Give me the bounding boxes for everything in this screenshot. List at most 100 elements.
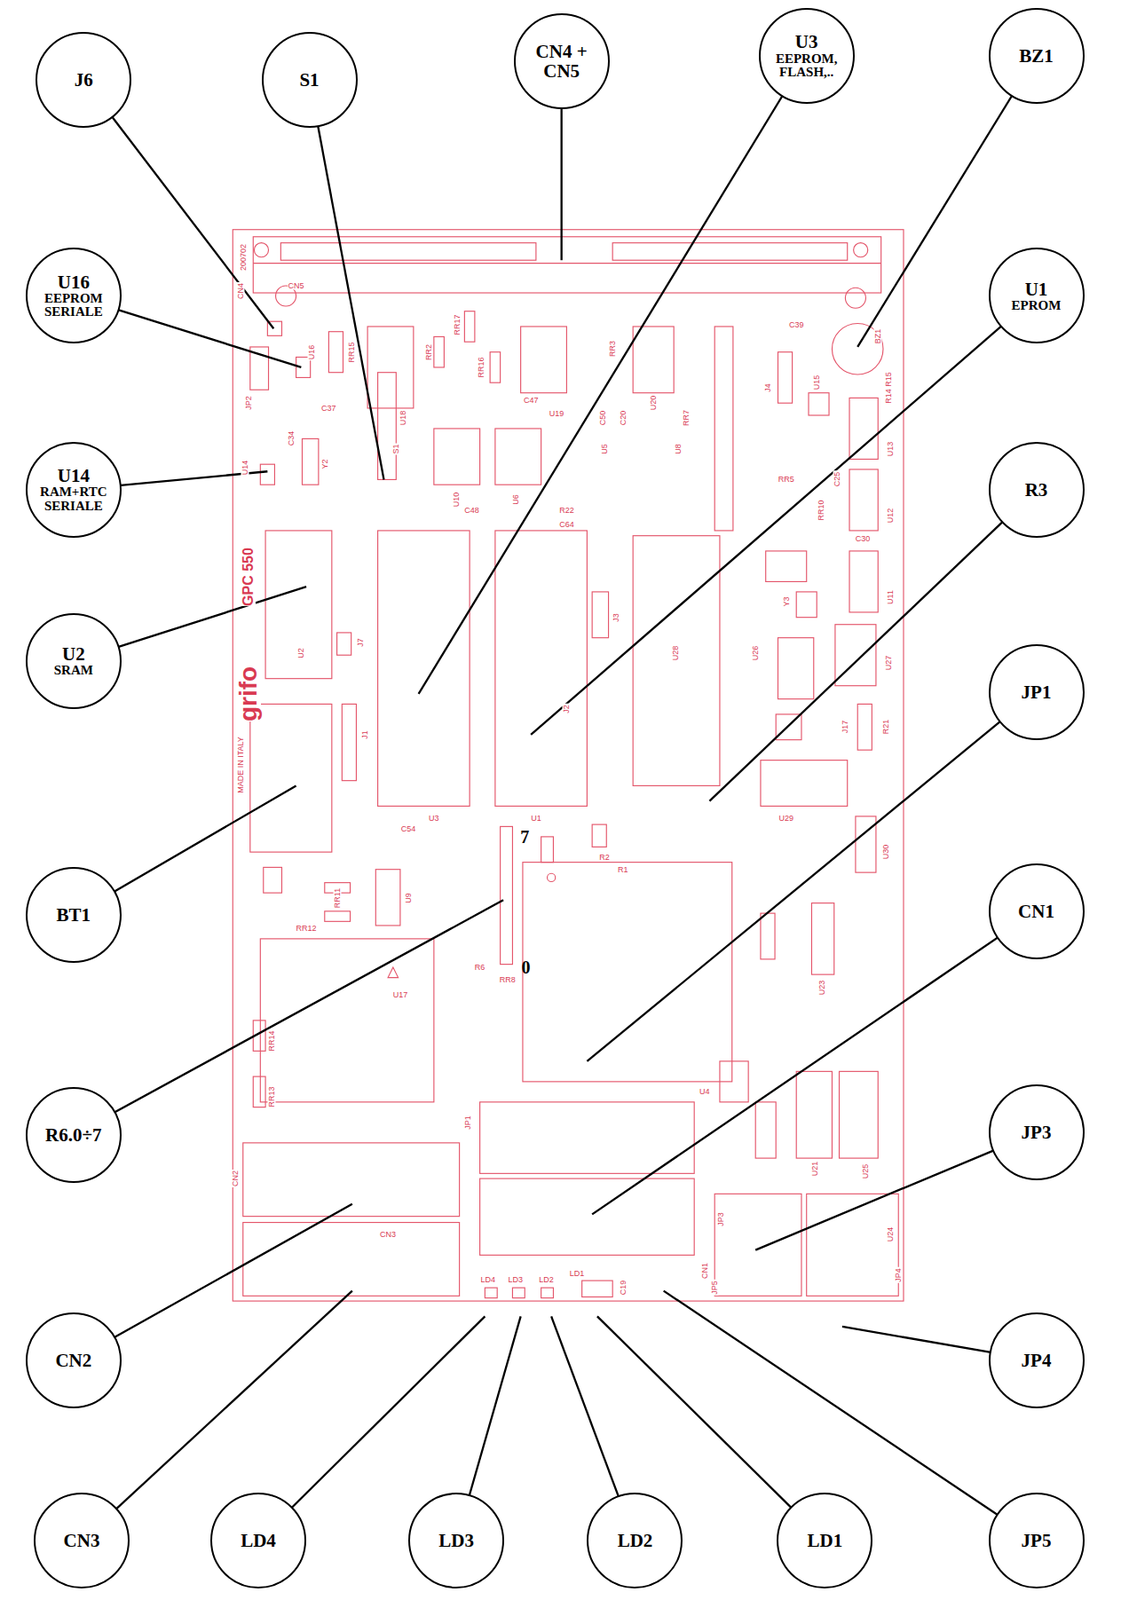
silkscreen-label: RR14 bbox=[267, 1029, 276, 1052]
callout-label: CN4 + CN5 bbox=[526, 41, 598, 81]
connector-cn1 bbox=[480, 1178, 695, 1256]
chip-u28 bbox=[632, 536, 720, 787]
chip-u15 bbox=[808, 393, 829, 416]
callout-circle: CN4 + CN5 bbox=[513, 13, 610, 110]
silkscreen-label: RR15 bbox=[347, 340, 356, 364]
silkscreen-label: JP4 bbox=[894, 1268, 903, 1285]
silkscreen-label: C30 bbox=[854, 535, 872, 544]
silkscreen-label: U13 bbox=[886, 441, 895, 458]
silkscreen-label: RR12 bbox=[295, 924, 318, 933]
silkscreen-label: U4 bbox=[698, 1088, 711, 1097]
silkscreen-label: R22 bbox=[558, 505, 576, 514]
silkscreen-label: R14 R15 bbox=[884, 371, 893, 405]
silkscreen-label: RR16 bbox=[476, 355, 485, 379]
socket-u1 bbox=[495, 530, 588, 806]
silkscreen-label: U14 bbox=[241, 458, 250, 476]
silkscreen-label: U15 bbox=[813, 374, 822, 392]
callout-description: RAM+RTC SERIALE bbox=[35, 485, 112, 514]
silkscreen-label: LD3 bbox=[507, 1275, 525, 1284]
silkscreen-label: C39 bbox=[788, 320, 806, 329]
callout-label: R3 bbox=[1025, 480, 1049, 500]
silkscreen-label: C25 bbox=[833, 471, 842, 489]
leader-line bbox=[418, 55, 807, 695]
callout-description: SRAM bbox=[54, 663, 94, 679]
callout-circle: LD4 bbox=[210, 1492, 307, 1589]
callout-label: BT1 bbox=[56, 905, 92, 925]
silkscreen-label: RR7 bbox=[681, 409, 690, 427]
led-ld3 bbox=[512, 1287, 525, 1298]
connector-row bbox=[280, 243, 537, 261]
silkscreen-label: LD1 bbox=[568, 1270, 586, 1279]
callout-label: BZ1 bbox=[1018, 46, 1054, 66]
diode-d2 bbox=[592, 824, 607, 847]
callout-circle: BT1 bbox=[25, 867, 122, 964]
silkscreen-label: U24 bbox=[886, 1226, 895, 1244]
callout-label: JP5 bbox=[1021, 1531, 1052, 1551]
chip-u12 bbox=[849, 469, 878, 531]
callout-circle: J6 bbox=[35, 31, 132, 128]
leader-lines bbox=[73, 55, 1037, 1541]
silkscreen-label: CN2 bbox=[230, 1169, 239, 1188]
silkscreen-label: U29 bbox=[777, 814, 795, 823]
silkscreen-label: U5 bbox=[599, 442, 608, 456]
silkscreen-label: U20 bbox=[649, 394, 658, 412]
silkscreen-label: U10 bbox=[452, 491, 461, 509]
silkscreen-label: MADE IN ITALY bbox=[236, 736, 245, 796]
jumper-j4 bbox=[778, 352, 793, 403]
silkscreen-label: CN3 bbox=[378, 1231, 397, 1240]
silkscreen-label: U1 bbox=[529, 814, 543, 823]
resistor-array bbox=[324, 911, 351, 922]
chip-u25 bbox=[839, 1071, 879, 1159]
silkscreen-label: Y2 bbox=[320, 458, 329, 471]
chip-u20 bbox=[632, 326, 674, 394]
silkscreen-label: RR13 bbox=[267, 1086, 276, 1109]
resistor-array bbox=[434, 336, 445, 367]
silkscreen-label: U28 bbox=[671, 645, 680, 663]
callout-label: R6.0÷7 bbox=[45, 1125, 102, 1145]
leader-line bbox=[81, 1291, 353, 1542]
callout-circle: CN1 bbox=[988, 863, 1085, 960]
chip-u9 bbox=[375, 869, 401, 926]
silkscreen-label: U18 bbox=[399, 410, 408, 427]
silkscreen-label: JP2 bbox=[244, 394, 253, 411]
silkscreen-label: U8 bbox=[673, 442, 682, 456]
socket-u3 bbox=[378, 530, 471, 806]
chip-u4 bbox=[522, 862, 733, 1082]
jumper-jp1 bbox=[480, 1102, 695, 1174]
connector-edge bbox=[252, 262, 881, 264]
resistor-array bbox=[328, 331, 343, 373]
silkscreen-label: J3 bbox=[611, 612, 620, 624]
pin-mark bbox=[387, 967, 399, 978]
silkscreen-label: CN4 bbox=[236, 282, 245, 300]
resistor-array bbox=[252, 1076, 266, 1107]
callout-circle: U2SRAM bbox=[25, 613, 122, 710]
chip-u10 bbox=[434, 428, 481, 485]
silkscreen-label: U27 bbox=[884, 655, 893, 672]
silkscreen-label: U30 bbox=[882, 844, 891, 861]
silkscreen-label: Y3 bbox=[781, 596, 790, 608]
jumper-j11 bbox=[760, 913, 775, 960]
led-ld1 bbox=[582, 1280, 614, 1297]
led-ld2 bbox=[541, 1287, 554, 1298]
callout-label: J6 bbox=[74, 70, 94, 90]
callout-circle: LD2 bbox=[586, 1492, 683, 1589]
silkscreen-label: BZ1 bbox=[874, 328, 883, 346]
silkscreen-label: R6 bbox=[473, 963, 487, 972]
callout-circle: JP3 bbox=[988, 1084, 1085, 1181]
silkscreen-label: C54 bbox=[400, 824, 418, 833]
chip-u23 bbox=[811, 903, 834, 975]
chip-u29 bbox=[760, 760, 848, 807]
silkscreen-label: JP3 bbox=[717, 1211, 726, 1228]
scale-number: 7 bbox=[519, 828, 530, 846]
capacitor bbox=[796, 592, 817, 618]
chip-u18 bbox=[367, 326, 414, 409]
chip-u21 bbox=[796, 1071, 832, 1159]
silkscreen-label: C19 bbox=[618, 1279, 627, 1297]
silkscreen-label: J17 bbox=[841, 718, 850, 735]
silkscreen-label: U2 bbox=[297, 647, 306, 660]
callout-label: CN3 bbox=[63, 1531, 101, 1551]
callout-circle: JP5 bbox=[988, 1492, 1085, 1589]
callout-circle: S1 bbox=[261, 31, 358, 128]
silkscreen-label: RR3 bbox=[608, 339, 617, 358]
